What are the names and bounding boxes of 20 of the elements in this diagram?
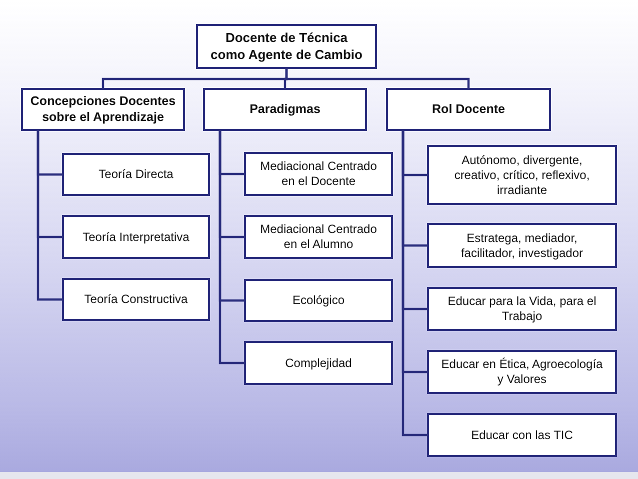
item-box: Mediacional Centrado en el Alumno [244, 215, 393, 259]
connector-line [36, 131, 62, 301]
item-box: Educar con las TIC [427, 413, 617, 457]
item-box: Educar para la Vida, para el Trabajo [427, 287, 617, 331]
category-box: Paradigmas [203, 88, 367, 131]
item-box: Autónomo, divergente, creativo, crítico, reflexivo, irradiante [427, 145, 617, 205]
connector-line [218, 131, 244, 364]
item-box: Educar en Ética, Agroecología y Valores [427, 350, 617, 394]
item-box: Ecológico [244, 279, 393, 322]
item-box: Mediacional Centrado en el Docente [244, 152, 393, 196]
category-box: Rol Docente [386, 88, 551, 131]
item-box: Complejidad [244, 341, 393, 385]
category-box: Concepciones Docentes sobre el Aprendizaje [21, 88, 185, 131]
title-box: Docente de Técnica como Agente de Cambio [196, 24, 377, 69]
item-box: Teoría Constructiva [62, 278, 210, 321]
item-box: Teoría Directa [62, 153, 210, 196]
item-box: Estratega, mediador, facilitador, investigador [427, 223, 617, 268]
connector-line [285, 69, 470, 88]
item-box: Teoría Interpretativa [62, 215, 210, 259]
connector-line [402, 131, 427, 436]
